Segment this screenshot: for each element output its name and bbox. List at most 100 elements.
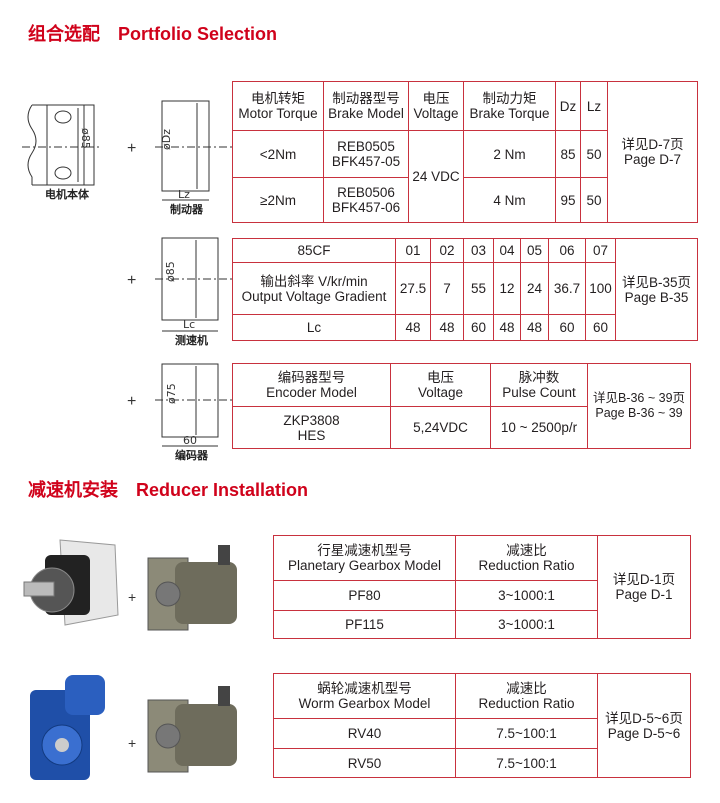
cell-voltage: 24 VDC (408, 130, 464, 223)
cn: 输出斜率 V/kr/min (260, 273, 368, 289)
cell-model: 85CF (232, 238, 396, 263)
cell-code: 02 (430, 238, 464, 263)
brake-label: 制动器 (170, 202, 204, 216)
cell-torque: <2Nm (232, 130, 324, 178)
cn: 电压 (422, 91, 450, 106)
cn: 电机转矩 (251, 91, 305, 106)
en: Voltage (413, 106, 459, 121)
cn: 编码器型号 (277, 370, 346, 385)
en: Brake Torque (469, 106, 550, 121)
cn: 制动力矩 (482, 91, 537, 106)
cell-gradient: 27.5 (395, 262, 431, 315)
plus-icon: + (127, 140, 136, 157)
cell-lz: 50 (580, 177, 608, 223)
cell-lc: 48 (395, 314, 431, 341)
brake-len: Lz (178, 188, 190, 201)
model1: ZKP3808 (283, 412, 340, 428)
ref-cn: 详见B-35页 (621, 274, 692, 290)
en: Worm Gearbox Model (298, 696, 431, 711)
cell-lc: 60 (585, 314, 616, 341)
worm-gearbox-image (30, 675, 105, 780)
cn: 减速比 (506, 681, 547, 696)
cell-code: 05 (520, 238, 549, 263)
cell-ratio: 7.5~100:1 (455, 718, 598, 749)
motor-image-2 (147, 686, 237, 773)
en: Reduction Ratio (478, 558, 575, 573)
cell-lc-label: Lc (232, 314, 396, 341)
cell-lc: 48 (493, 314, 521, 341)
cn: 脉冲数 (518, 370, 560, 385)
cell-code: 03 (463, 238, 494, 263)
cell-voltage: 5,24VDC (390, 406, 491, 449)
plus-icon: + (127, 272, 136, 289)
ref-cn: 详见D-5~6页 (605, 710, 683, 726)
cell-brake-torque: 2 Nm (463, 130, 556, 178)
cell-model: PF80 (273, 580, 456, 611)
motor-dim: ø85 (79, 128, 92, 149)
title-cn: 减速机安装 (28, 480, 118, 500)
motor-body-drawing: ø85 电机本体 (22, 104, 102, 201)
ref-en: Page B-36 ~ 39 (595, 406, 683, 420)
cell-torque: ≥2Nm (232, 177, 324, 223)
en: Planetary Gearbox Model (287, 558, 442, 573)
header-dz: Dz (555, 81, 581, 131)
cn: 蜗轮减速机型号 (317, 681, 412, 696)
cn: 制动器型号 (332, 91, 400, 106)
cn: 减速比 (506, 543, 547, 558)
cell-brake-torque: 4 Nm (463, 177, 556, 223)
ref-en: Page B-35 (624, 289, 689, 305)
cell-lz: 50 (580, 130, 608, 178)
en: Pulse Count (502, 385, 576, 400)
cell-model: RV50 (273, 748, 456, 778)
title-en: Portfolio Selection (118, 24, 278, 44)
ref-en: Page D-7 (623, 152, 682, 167)
en: Voltage (417, 385, 464, 400)
cn: 电压 (427, 370, 454, 385)
en: Brake Model (328, 106, 404, 121)
ref-cn: 详见D-1页 (612, 572, 676, 587)
plus-icon: + (128, 589, 136, 605)
cell-ratio: 3~1000:1 (455, 580, 598, 611)
cell-gradient: 36.7 (548, 262, 586, 315)
product-images: + + (23, 539, 237, 780)
header-lz: Lz (580, 81, 608, 131)
cell-code: 06 (548, 238, 586, 263)
cell-gradient: 7 (430, 262, 464, 315)
en: Encoder Model (266, 385, 357, 400)
cell-lc: 60 (463, 314, 494, 341)
ref-en: Page D-1 (615, 587, 673, 602)
plus-icon: + (127, 393, 136, 410)
en: Output Voltage Gradient (241, 288, 387, 304)
cell-gradient: 12 (493, 262, 521, 315)
tacho-len: Lc (183, 318, 195, 331)
cell-code: 07 (585, 238, 616, 263)
cell-model: PF115 (273, 610, 456, 639)
encoder-drawing: ø75 60 编码器 (155, 363, 232, 462)
plus-icon: + (128, 735, 136, 751)
